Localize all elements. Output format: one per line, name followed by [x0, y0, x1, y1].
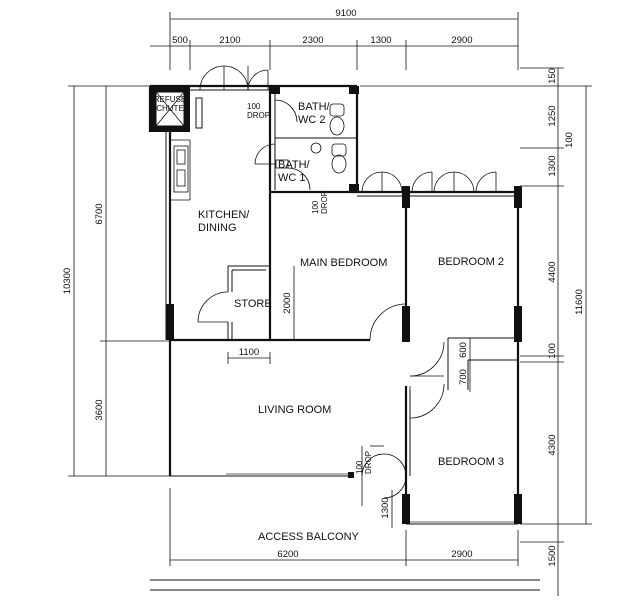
label-kitchen-2: DINING	[198, 222, 237, 234]
dim-right-8: 1500	[547, 545, 558, 566]
dim-left-upper: 6700	[94, 203, 105, 224]
dim-top-1: 500	[172, 35, 188, 46]
store-door	[197, 291, 229, 323]
bath-fixtures	[275, 103, 347, 174]
label-store: STORE	[234, 298, 272, 310]
top-bedroom-windows	[361, 171, 497, 193]
dim-store-depth: 2000	[282, 292, 293, 313]
bath-doors	[254, 99, 311, 191]
dim-right-4: 1300	[547, 155, 558, 176]
entrance-door	[348, 445, 407, 506]
dim-store-width: 1100	[239, 347, 259, 358]
dim-700: 700	[458, 369, 469, 385]
drop-top-1: 100	[247, 102, 261, 111]
dim-top-2: 2100	[219, 35, 240, 46]
label-bath2-2: WC 2	[298, 114, 326, 126]
refuse-chute: REFUSE CHUTE	[150, 86, 190, 132]
dim-right-1: 150	[547, 68, 558, 84]
dim-left-total: 10300	[62, 268, 73, 294]
dim-bottom-2: 2900	[451, 549, 472, 560]
inner-dimensions: 1100 2000 600 700 1300	[227, 266, 471, 528]
dim-right-2: 1250	[547, 105, 558, 126]
dim-top-3: 2300	[302, 35, 323, 46]
dim-right-7: 4300	[547, 434, 558, 455]
kitchen-sink	[170, 139, 191, 201]
label-bath2-1: BATH/	[298, 101, 331, 113]
bottom-dimensions: 6200 2900	[150, 488, 540, 591]
right-dimensions: 150 1250 100 1300 4400 100 4300 1500 116…	[360, 67, 592, 596]
label-kitchen-1: KITCHEN/	[198, 209, 250, 221]
label-bath1-2: WC 1	[278, 172, 306, 184]
dim-left-lower: 3600	[94, 399, 105, 420]
room-labels: KITCHEN/ DINING MAIN BEDROOM BEDROOM 2 B…	[198, 101, 504, 543]
dim-right-6: 100	[547, 343, 558, 359]
refuse-chute-label-2: CHUTE	[156, 104, 184, 113]
label-bath1-1: BATH/	[278, 159, 311, 171]
refuse-chute-label-1: REFUSE	[154, 95, 186, 104]
dim-right-total: 11600	[574, 289, 585, 315]
dim-600: 600	[458, 342, 469, 358]
top-kitchen-doors	[195, 65, 269, 129]
dim-bottom-1: 6200	[277, 549, 298, 560]
drop-living-2: DROP	[364, 451, 373, 474]
bedroom-doors	[409, 341, 445, 419]
drop-living-1: 100	[355, 460, 364, 474]
drop-wc1-1: 100	[311, 200, 320, 214]
dim-top-4: 1300	[370, 35, 391, 46]
left-dimensions: 10300 6700 3600	[62, 85, 170, 477]
drop-wc1-2: DROP	[320, 191, 329, 214]
drop-top-2: DROP	[247, 111, 270, 120]
dim-overall-width: 9100	[335, 8, 356, 19]
label-living-room: LIVING ROOM	[258, 404, 331, 416]
label-bedroom-2: BEDROOM 2	[438, 256, 504, 268]
top-dimensions: 9100 500 2100 2300 1300 2900	[150, 8, 519, 70]
label-bedroom-3: BEDROOM 3	[438, 456, 504, 468]
main-bedroom-door	[369, 303, 407, 341]
dim-1300-entry: 1300	[380, 497, 391, 518]
label-main-bedroom: MAIN BEDROOM	[300, 257, 387, 269]
dim-right-3: 100	[564, 132, 575, 148]
drop-labels: 100 DROP 100 DROP 100 DROP	[247, 102, 373, 474]
dim-top-5: 2900	[451, 35, 472, 46]
dim-right-5: 4400	[547, 261, 558, 282]
label-access-balcony: ACCESS BALCONY	[258, 531, 360, 543]
